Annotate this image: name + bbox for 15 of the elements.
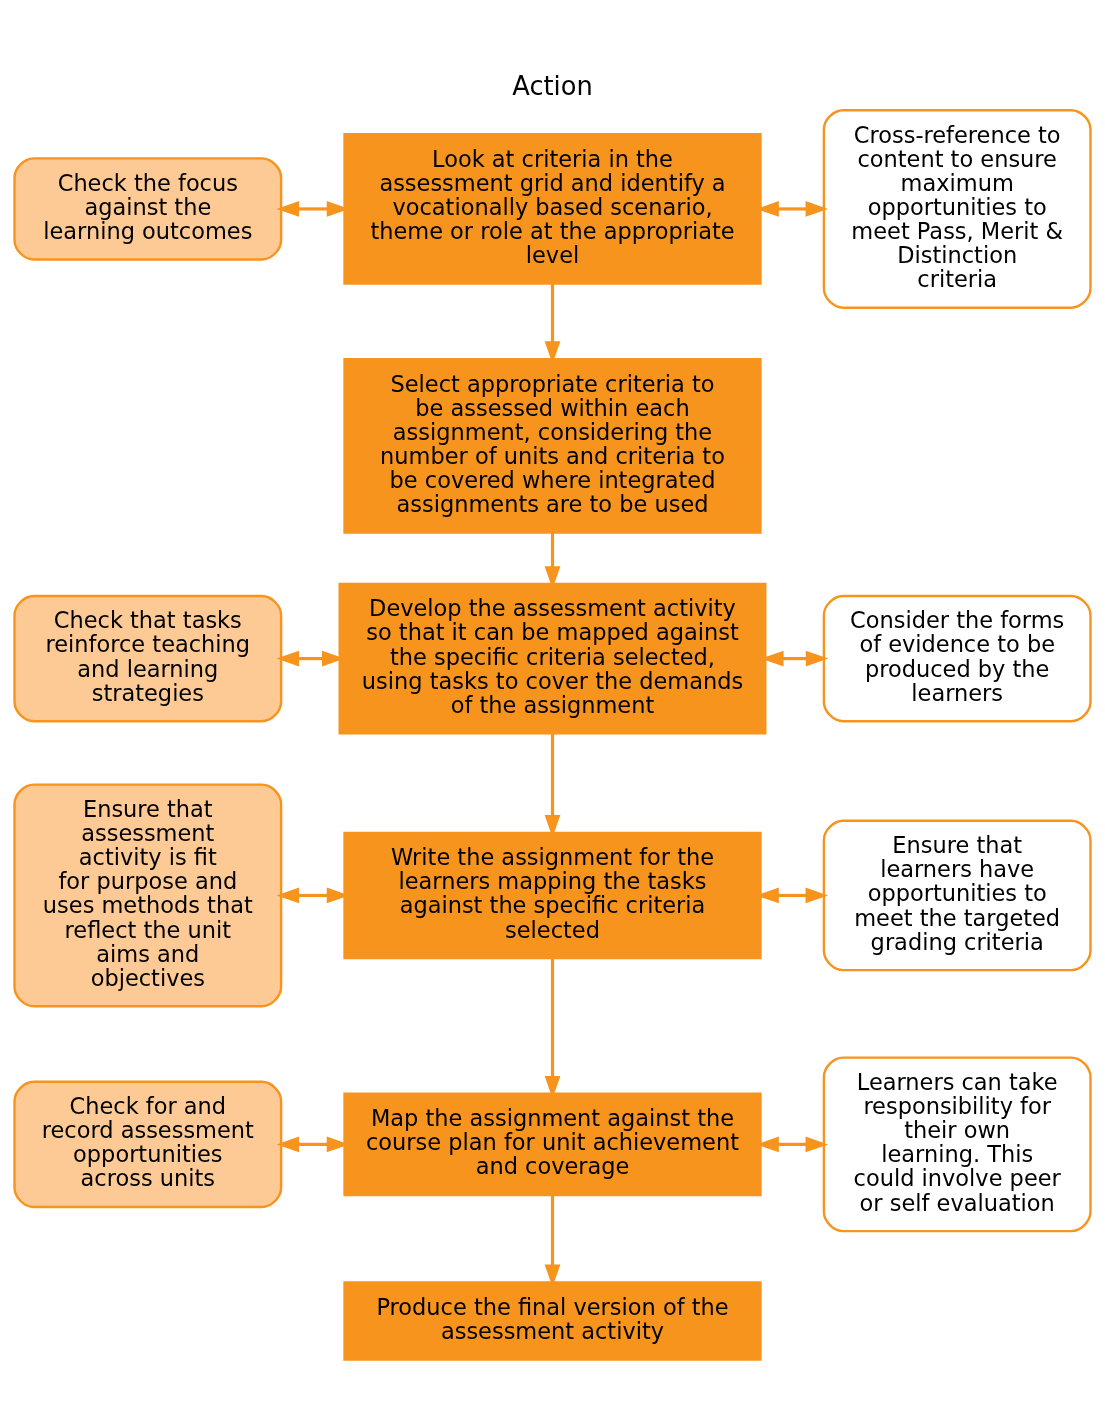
node-box: Check for and record assessment opportunities across units [13,1080,283,1208]
node-box: Ensure that assessment activity is fit for purpose and uses methods that reflect the unit aims and objectives [13,782,283,1007]
node-box: Cross-reference to content to ensure maximum opportunities to meet Pass, Merit & Distinction criteria [822,108,1092,309]
node-box: Check that tasks reinforce teaching and learning strategies [13,594,283,722]
node-box: Ensure that learners have opportunities to meet the targeted grading criteria [822,819,1092,971]
node-box: Consider the forms of evidence to be produced by the learners [822,594,1092,722]
node-box: Produce the final version of the assessment activity [343,1280,762,1361]
diagram-title: Action [512,70,593,101]
node-box: Develop the assessment activity so that it can be mapped against the specific criteria selected, using tasks to cover the demands of the assignment [338,582,767,734]
node-box: Write the assignment for the learners mapping the tasks against the specific criteria selected [343,831,762,959]
node-box: Select appropriate criteria to be assessed within each assignment, considering the number of units and criteria to be covered where integrated assignments are to be used [343,357,762,534]
node-box: Learners can take responsibility for their own learning. This could involve peer or self evaluation [822,1055,1092,1232]
node-box: Check the focus against the learning outcomes [13,156,283,261]
node-box: Map the assignment against the course plan for unit achievement and coverage [343,1092,762,1196]
node-box: Look at criteria in the assessment grid and identify a vocationally based scenario, theme or role at the appropriate level [343,132,762,285]
